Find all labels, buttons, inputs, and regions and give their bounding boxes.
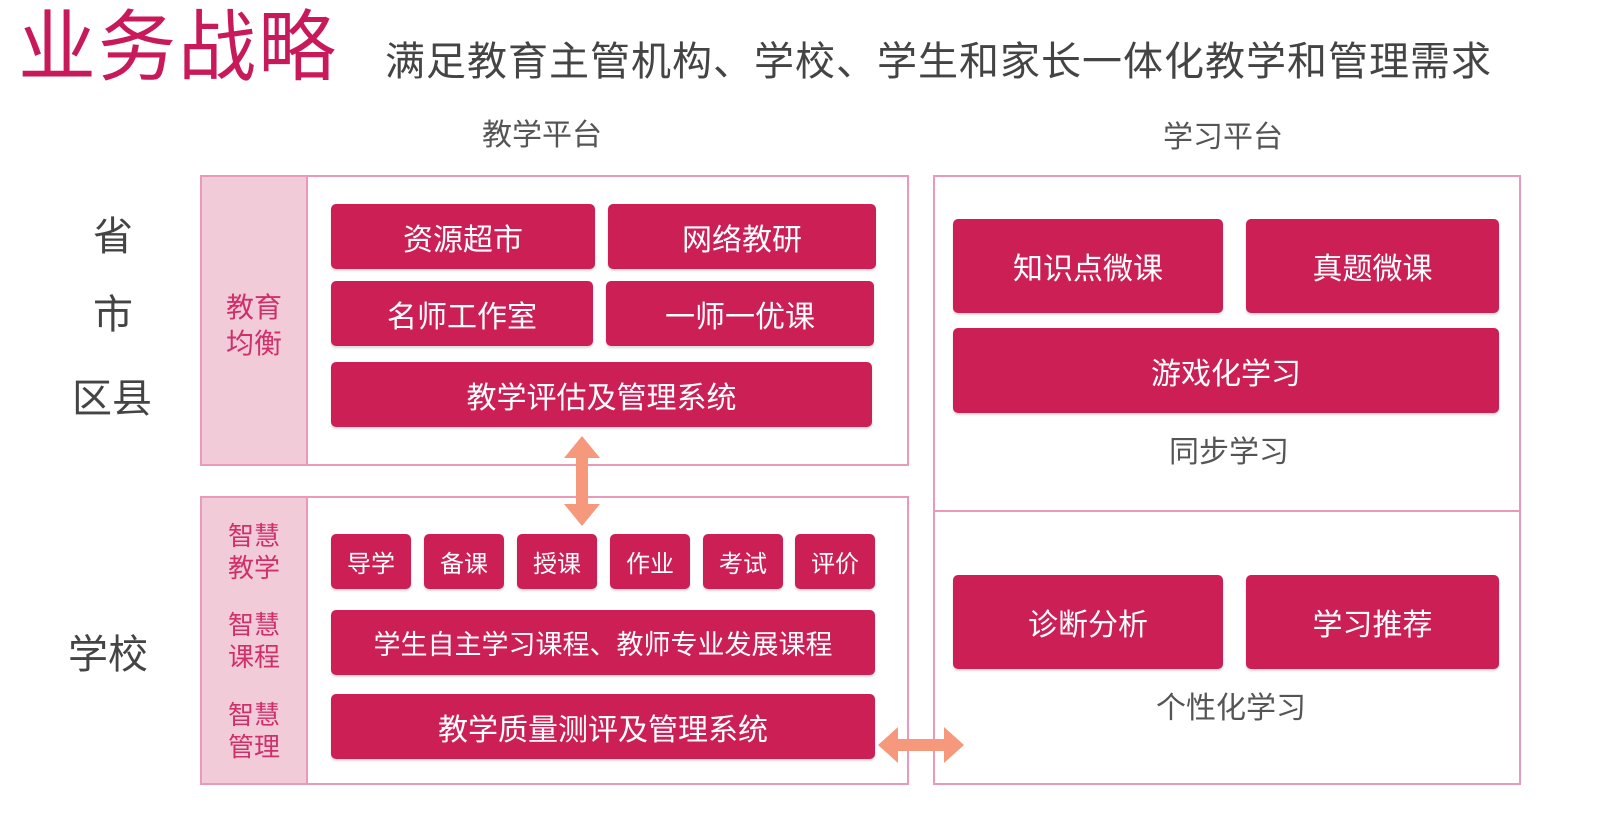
side-label-line: 课程	[227, 643, 280, 673]
one-teacher-one-course-button[interactable]: 一师一优课	[606, 281, 874, 346]
teaching-platform-heading: 教学平台	[482, 118, 602, 153]
learning-platform-heading: 学习平台	[1163, 120, 1283, 155]
quality-assessment-system-button[interactable]: 教学质量测评及管理系统	[331, 694, 875, 759]
teaching-button[interactable]: 授课	[517, 534, 597, 589]
smart-side: 智慧 教学 智慧 课程 智慧 管理	[202, 498, 308, 783]
online-research-button[interactable]: 网络教研	[608, 204, 876, 269]
knowledge-microlesson-button[interactable]: 知识点微课	[953, 219, 1223, 313]
real-exam-microlesson-button[interactable]: 真题微课	[1246, 219, 1499, 313]
master-teacher-studio-button[interactable]: 名师工作室	[331, 281, 593, 346]
teaching-top-panel: 教育 均衡 资源超市 网络教研 名师工作室 一师一优课 教学评估及管理系统	[200, 175, 909, 466]
sync-learning-caption: 同步学习	[1169, 435, 1289, 470]
side-label-line: 教学	[227, 554, 280, 584]
side-label-line: 均衡	[225, 327, 282, 360]
level-province: 省	[93, 214, 133, 260]
vertical-double-arrow-icon	[564, 436, 600, 526]
personalized-learning-caption: 个性化学习	[1156, 691, 1306, 726]
side-label-line: 智慧	[227, 522, 280, 552]
diagnostic-analysis-button[interactable]: 诊断分析	[953, 575, 1223, 669]
resource-market-button[interactable]: 资源超市	[331, 204, 595, 269]
level-district: 区县	[72, 376, 152, 422]
side-label-line: 智慧	[227, 701, 280, 731]
homework-button[interactable]: 作业	[610, 534, 690, 589]
learning-panel: 知识点微课 真题微课 游戏化学习 同步学习 诊断分析 学习推荐 个性化学习	[933, 175, 1521, 785]
side-label-line: 管理	[227, 733, 280, 763]
side-label-line: 智慧	[227, 611, 280, 641]
teaching-bottom-panel: 智慧 教学 智慧 课程 智慧 管理 导学 备课 授课 作业 考试 评价 学生自主…	[200, 496, 909, 785]
exam-button[interactable]: 考试	[703, 534, 783, 589]
education-balance-side: 教育 均衡	[202, 177, 308, 464]
page-title: 业务战略	[18, 3, 339, 93]
teaching-evaluation-system-button[interactable]: 教学评估及管理系统	[331, 362, 872, 427]
evaluation-button[interactable]: 评价	[795, 534, 875, 589]
learning-recommendation-button[interactable]: 学习推荐	[1246, 575, 1499, 669]
level-city: 市	[93, 292, 133, 338]
level-school: 学校	[68, 632, 148, 678]
courses-button[interactable]: 学生自主学习课程、教师专业发展课程	[331, 610, 875, 675]
lesson-prep-button[interactable]: 备课	[424, 534, 504, 589]
gamified-learning-button[interactable]: 游戏化学习	[953, 328, 1499, 413]
page-subtitle: 满足教育主管机构、学校、学生和家长一体化教学和管理需求	[385, 39, 1492, 85]
guide-study-button[interactable]: 导学	[331, 534, 411, 589]
learning-divider	[935, 510, 1519, 512]
horizontal-double-arrow-icon	[878, 727, 964, 763]
side-label-line: 教育	[225, 291, 282, 324]
